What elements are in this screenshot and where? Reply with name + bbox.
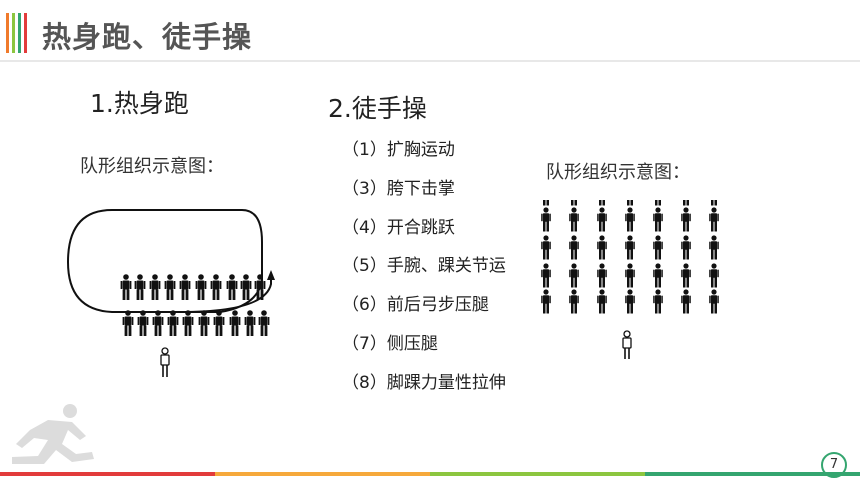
arrowhead-icon — [267, 270, 275, 280]
run-direction-arrow — [179, 276, 272, 313]
title-accent-bars — [6, 13, 34, 53]
section-heading-calisthenics: 2.徒手操 — [328, 94, 427, 123]
teacher-figure — [160, 347, 170, 377]
formation-row — [541, 200, 719, 206]
accent-bar — [12, 13, 15, 53]
list-item: （1）扩胸运动 — [342, 140, 455, 160]
row-front — [120, 274, 266, 300]
footer-segment — [0, 472, 215, 476]
footer-segment — [645, 472, 860, 476]
formation-caption-calisthenics: 队形组织示意图： — [546, 162, 690, 183]
accent-bar — [18, 13, 21, 53]
list-item: （5）手腕、踝关节运 — [342, 256, 506, 277]
teacher-figure — [622, 330, 632, 359]
page-title: 热身跑、徒手操 — [42, 20, 253, 54]
section-heading-warmup-run: 1.热身跑 — [90, 89, 189, 118]
formation-caption-run: 队形组织示意图： — [80, 156, 224, 177]
list-item: （7）侧压腿 — [342, 333, 438, 354]
track-outline — [66, 209, 263, 313]
footer-segment — [215, 472, 430, 476]
row-back — [122, 310, 270, 336]
sprinter-icon — [12, 404, 94, 464]
formation-row-1 — [541, 207, 719, 231]
calisthenics-formation-diagram — [541, 200, 719, 359]
list-item: （3）胯下击掌 — [342, 178, 455, 199]
list-item: （8）脚踝力量性拉伸 — [342, 372, 506, 393]
accent-bar — [24, 13, 27, 53]
list-item: （6）前后弓步压腿 — [342, 295, 489, 316]
exercise-list: （1）扩胸运动 （3）胯下击掌 （4）开合跳跃 （5）手腕、踝关节运 （6）前后… — [342, 136, 506, 408]
page-number: 7 — [821, 452, 847, 478]
accent-bar — [6, 13, 9, 53]
formation-row-4 — [541, 289, 719, 313]
footer-segment — [430, 472, 645, 476]
title-divider — [0, 60, 860, 62]
list-item: （4）开合跳跃 — [342, 217, 455, 238]
formation-row-2 — [541, 235, 719, 259]
running-track-diagram — [66, 209, 275, 377]
formation-row-3 — [541, 263, 719, 287]
footer-color-bar — [0, 472, 860, 476]
